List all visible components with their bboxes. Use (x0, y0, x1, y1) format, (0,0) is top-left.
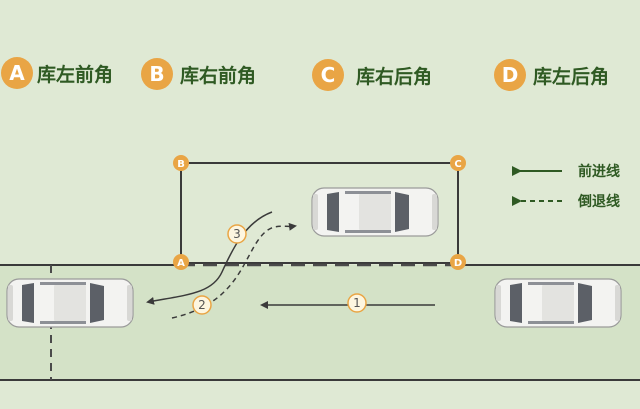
reverse-line-label: 倒退线 (577, 193, 620, 210)
legend-item-b: B 库右前角 (141, 58, 256, 90)
legend-badge-d (494, 59, 526, 91)
parking-bay-outline (180, 162, 459, 264)
corner-d: D (450, 254, 466, 270)
legend-label-b: 库右前角 (180, 64, 256, 87)
legend-item-d: D 库左后角 (494, 59, 609, 91)
step-3-number: 3 (233, 227, 241, 241)
legend-item-c: C 库右后角 (312, 59, 432, 91)
legend-label-a: 库左前角 (37, 63, 113, 86)
legend-badge-c (312, 59, 344, 91)
legend-item-a: A 库左前角 (1, 57, 113, 89)
car-in-bay-icon (311, 187, 439, 237)
legend: A 库左前角 B 库右前角 C 库右后角 D 库左后角 (1, 57, 609, 91)
legend-letter-d: D (502, 63, 519, 87)
legend-badge-b (141, 58, 173, 90)
corner-a-letter: A (177, 258, 185, 269)
step-3-marker: 3 (227, 224, 247, 244)
corner-d-letter: D (454, 258, 462, 269)
legend-badge-a (1, 57, 33, 89)
step-1-marker: 1 (347, 293, 367, 313)
forward-line-label: 前进线 (578, 163, 620, 180)
path-3-forward-arrow (146, 211, 273, 305)
line-key: 前进线 倒退线 (512, 163, 620, 210)
corner-c-letter: C (454, 159, 461, 170)
step-2-number: 2 (198, 298, 206, 312)
step-1-number: 1 (353, 296, 361, 310)
legend-letter-c: C (321, 63, 336, 87)
corner-c: C (450, 155, 466, 171)
corner-b: B (173, 155, 189, 171)
legend-letter-a: A (9, 61, 25, 85)
legend-letter-b: B (149, 62, 164, 86)
legend-label-c: 库右后角 (356, 65, 432, 88)
car-final-left-icon (6, 278, 134, 328)
corner-a: A (173, 254, 189, 270)
corner-b-letter: B (177, 159, 185, 170)
step-2-marker: 2 (192, 295, 212, 315)
legend-label-d: 库左后角 (533, 65, 609, 88)
car-start-right-icon (494, 278, 622, 328)
